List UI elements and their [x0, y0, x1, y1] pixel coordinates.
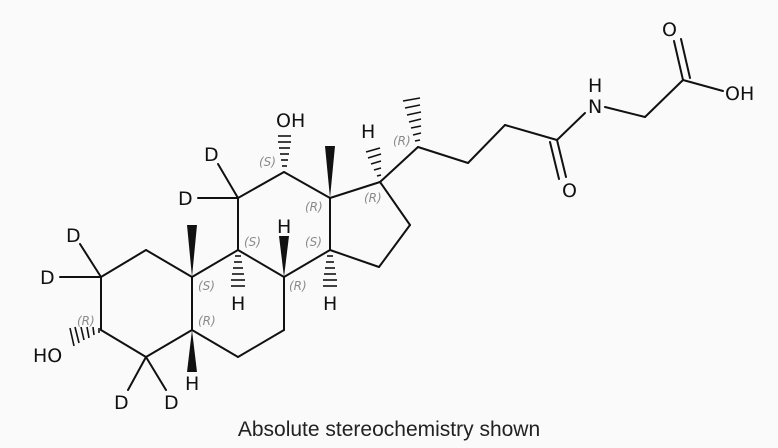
atom-d-c11b: D: [178, 188, 193, 210]
stereo-c9: (S): [244, 235, 261, 249]
hashed-bonds: [69, 97, 422, 347]
atom-oh-acid: OH: [725, 83, 754, 105]
stereo-descriptors: (R) (R) (S) (S) (R) (S) (R) (S) (R) (R): [77, 134, 411, 328]
stereo-c3: (R): [77, 314, 95, 328]
atom-h-c8: H: [277, 216, 291, 238]
atom-h-amide: H: [588, 75, 602, 97]
atom-n-amide: N: [588, 96, 602, 118]
atom-d-c11a: D: [204, 144, 219, 166]
ring-b: [191, 249, 285, 358]
atom-h-c5: H: [185, 373, 199, 395]
wedge-bonds: [187, 146, 335, 372]
ring-c: [237, 171, 331, 278]
deuterium-bonds: [59, 163, 239, 391]
atom-h-c17: H: [361, 121, 375, 143]
atom-h-c14: H: [323, 293, 337, 315]
stereo-c14: (S): [305, 235, 322, 249]
stereo-c12: (S): [259, 155, 276, 169]
ring-d: [329, 181, 411, 268]
stereochemistry-caption: Absolute stereochemistry shown: [237, 418, 541, 441]
atom-d-c2a: D: [66, 225, 81, 247]
ring-a: [100, 249, 193, 358]
atom-h-c9: H: [231, 293, 245, 315]
stereo-c8: (R): [289, 279, 307, 293]
atom-d-c4a: D: [114, 392, 129, 414]
stereo-c20: (R): [393, 134, 411, 148]
atom-labels: HO OH D D D D D D H H H H H N H O O OH: [33, 19, 754, 414]
atom-o-acid-carbonyl: O: [662, 19, 677, 41]
stereo-c13: (R): [305, 200, 323, 214]
stereo-c17: (R): [364, 191, 382, 205]
atom-d-c2b: D: [40, 267, 55, 289]
atom-d-c4b: D: [164, 392, 179, 414]
atom-oh-c12: OH: [276, 110, 305, 132]
stereo-c5: (R): [198, 314, 216, 328]
atom-ho-c3: HO: [33, 345, 62, 367]
atom-o-amide: O: [562, 180, 577, 202]
stereo-c10: (S): [198, 279, 215, 293]
side-chain: [379, 38, 724, 183]
